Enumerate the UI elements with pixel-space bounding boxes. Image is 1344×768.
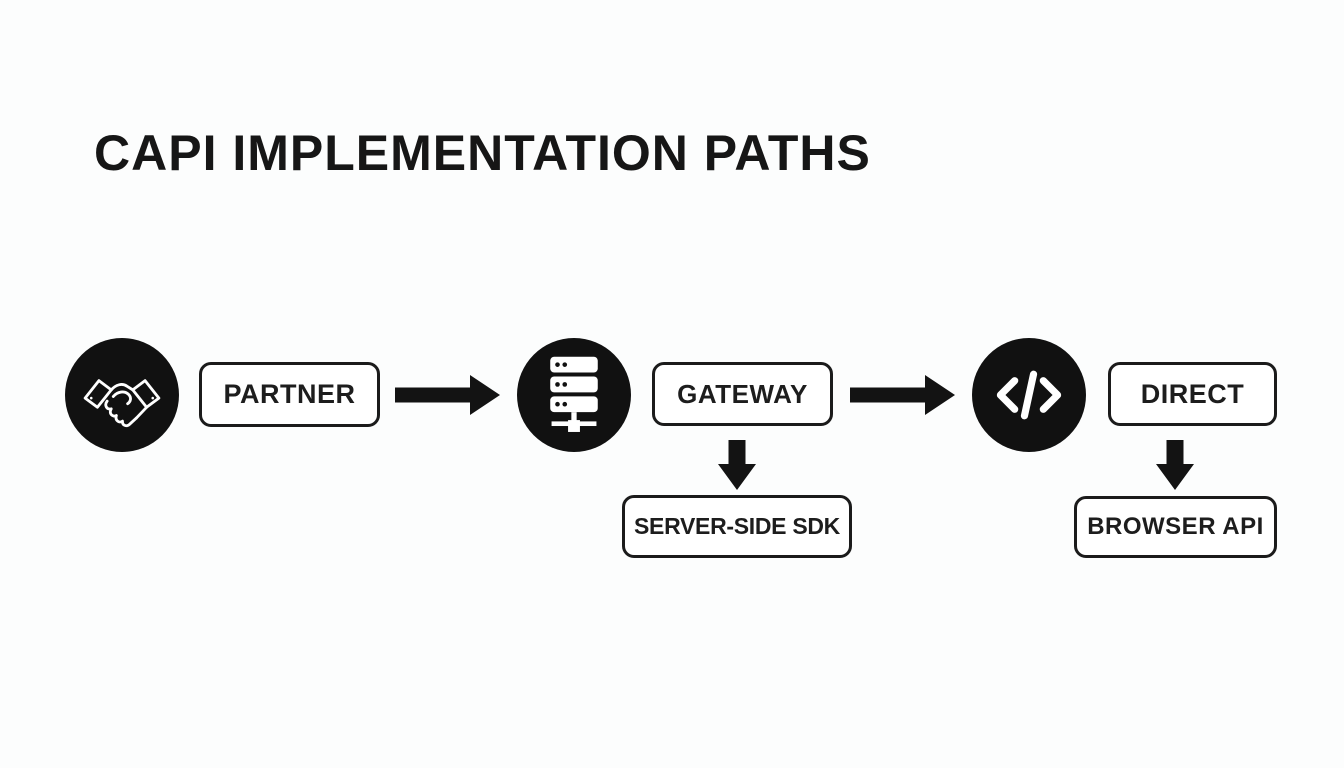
direct-node-circle bbox=[972, 338, 1086, 452]
node-label: GATEWAY bbox=[677, 378, 808, 409]
partner-node-circle bbox=[65, 338, 179, 452]
arrow-down-icon bbox=[1156, 440, 1194, 490]
node-label: PARTNER bbox=[223, 379, 356, 409]
node-label: BROWSER API bbox=[1087, 513, 1264, 540]
arrow-right-icon bbox=[850, 375, 955, 415]
server-icon bbox=[541, 354, 607, 436]
page-title: CAPI IMPLEMENTATION PATHS bbox=[94, 125, 871, 181]
node-label: DIRECT bbox=[1140, 378, 1245, 409]
gateway-box: GATEWAY bbox=[652, 362, 833, 426]
code-icon bbox=[990, 362, 1068, 428]
direct-box: DIRECT bbox=[1108, 362, 1277, 426]
arrow-right-icon bbox=[395, 375, 500, 415]
browser-api-box: BROWSER API bbox=[1074, 496, 1277, 558]
partner-box: PARTNER bbox=[199, 362, 380, 427]
handshake-icon bbox=[81, 359, 163, 431]
server-side-sdk-box: SERVER-SIDE SDK bbox=[622, 495, 852, 558]
arrow-down-icon bbox=[718, 440, 756, 490]
gateway-node-circle bbox=[517, 338, 631, 452]
node-label: SERVER-SIDE SDK bbox=[634, 513, 840, 539]
